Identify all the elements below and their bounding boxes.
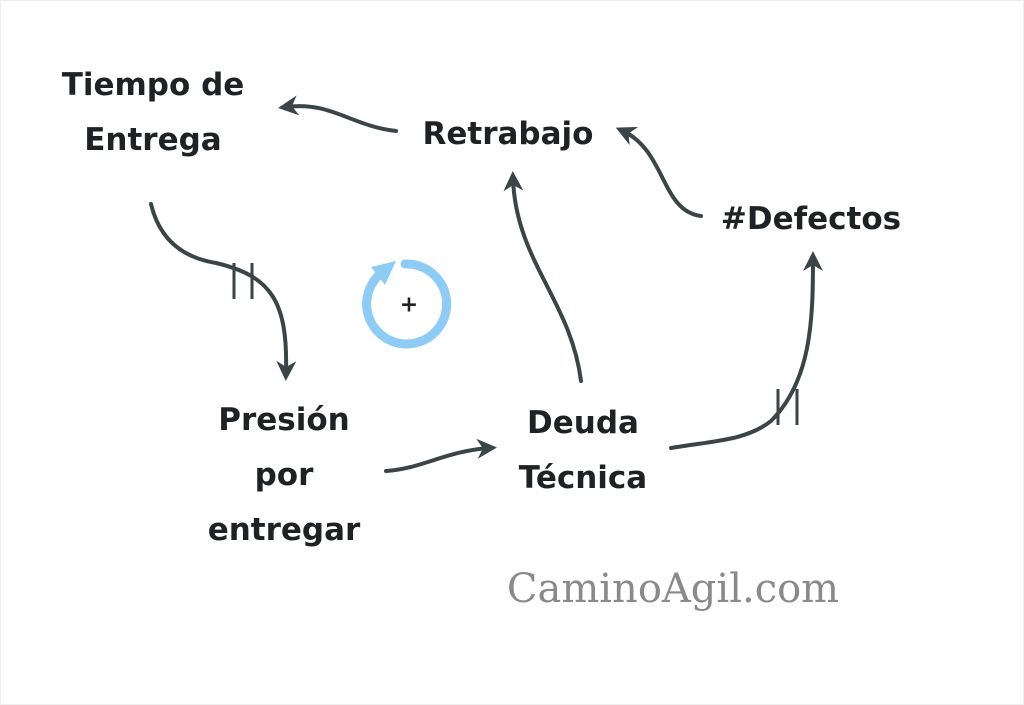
node-label: Tiempo de [61,67,245,103]
node-label: entregar [207,512,361,548]
node-defectos: #Defectos [720,201,902,237]
reinforcing-loop-icon [362,259,452,349]
edge-deuda-to-defectos [669,251,823,450]
watermark: CaminoAgil.com [506,566,840,612]
edge-retrabajo-to-tiempo [278,95,398,133]
node-label: Presión [218,402,350,438]
edge-tiempo-to-presion [149,202,297,381]
delay-mark [776,389,799,425]
edge-deuda-to-retrabajo [503,171,583,383]
edge-presion-to-deuda [384,438,497,473]
loop-polarity: + [399,292,419,318]
node-tiempo-de-entrega: Tiempo de Entrega [62,58,245,168]
node-label: por [254,457,314,493]
node-label: Técnica [518,460,648,496]
delay-mark [232,263,254,299]
node-deuda-tecnica: Deuda Técnica [519,396,647,506]
node-retrabajo: Retrabajo [422,116,594,152]
node-label: Deuda [527,405,639,441]
edge-defectos-to-retrabajo [615,127,703,218]
node-presion-por-entregar: Presión por entregar [208,393,361,558]
node-label: Entrega [84,122,222,158]
